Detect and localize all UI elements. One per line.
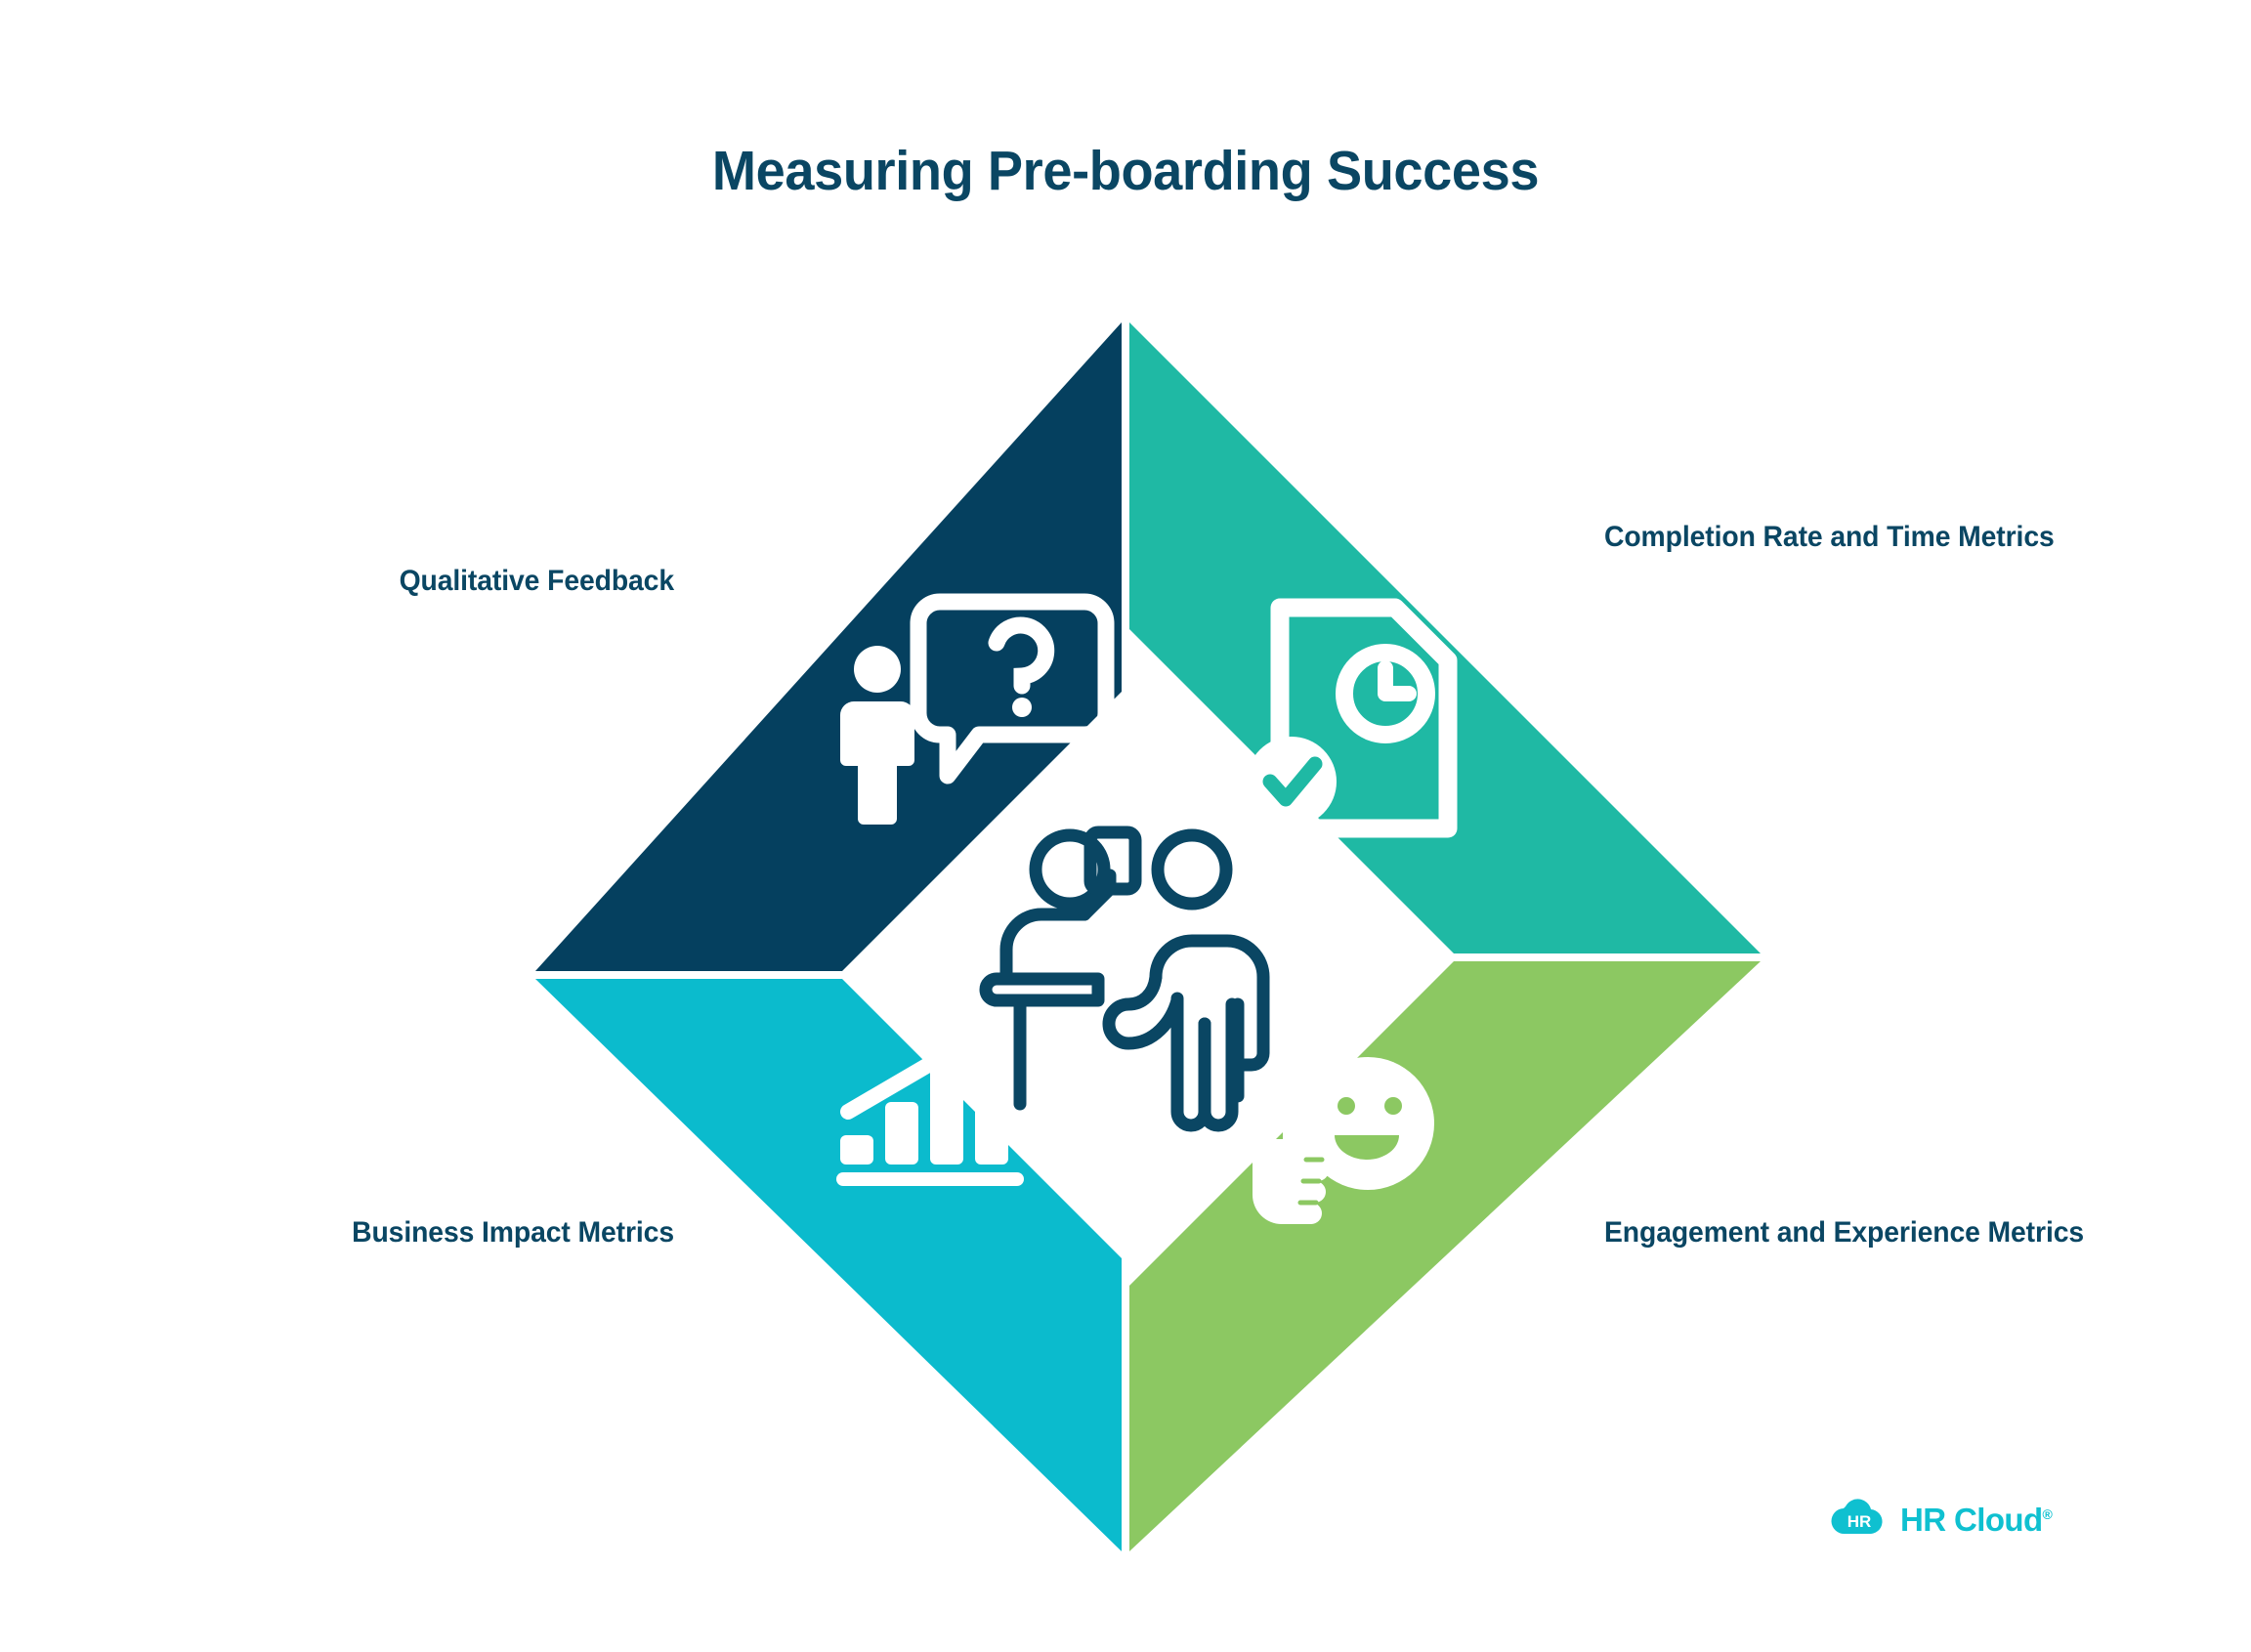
logo-wordmark: HR Cloud® <box>1900 1502 2053 1539</box>
quadrant-top-right[interactable] <box>1129 322 1761 953</box>
label-business-impact-metrics: Business Impact Metrics <box>352 1216 674 1249</box>
smiley-thumbs-up-icon <box>1253 1057 1434 1224</box>
quadrant-bottom-left-shape <box>535 979 1122 1551</box>
cloud-icon-label: HR <box>1848 1512 1872 1531</box>
quadrant-bottom-left[interactable] <box>535 979 1122 1551</box>
person-question-speech-bubble-icon <box>840 593 1115 825</box>
hr-cloud-logo[interactable]: HR HR Cloud® <box>1829 1499 2053 1542</box>
quadrant-bottom-right-shape <box>1129 961 1761 1551</box>
cloud-icon: HR <box>1829 1499 1890 1542</box>
growth-bar-chart-arrow-icon <box>836 1006 1024 1186</box>
quadrant-diamond-diagram <box>535 322 1761 1551</box>
quadrant-top-left-shape <box>535 322 1122 971</box>
quadrant-top-left[interactable] <box>535 322 1122 971</box>
label-completion-rate-and-time-metrics: Completion Rate and Time Metrics <box>1604 521 2055 553</box>
label-engagement-and-experience-metrics: Engagement and Experience Metrics <box>1604 1216 2085 1249</box>
quadrant-top-right-shape <box>1129 322 1761 953</box>
page-title: Measuring Pre-boarding Success <box>711 140 1540 202</box>
document-clock-check-icon <box>1247 598 1458 838</box>
logo-wordmark-text: HR Cloud <box>1900 1502 2043 1538</box>
registered-trademark-symbol: ® <box>2042 1506 2053 1522</box>
two-people-meeting-icon <box>979 826 1270 1132</box>
label-qualitative-feedback: Qualitative Feedback <box>399 565 674 597</box>
quadrant-bottom-right[interactable] <box>1129 961 1761 1551</box>
